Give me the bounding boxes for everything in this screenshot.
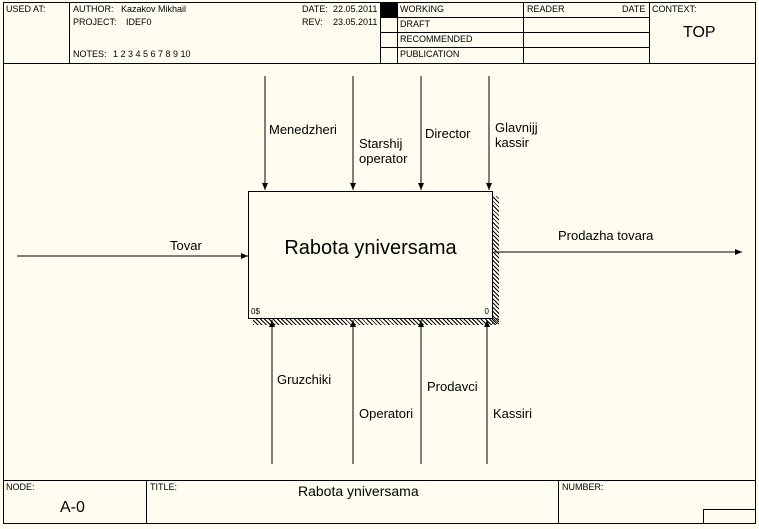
box-shadow: [253, 318, 499, 325]
activity-box[interactable]: Rabota yniversama 0$ 0: [248, 191, 493, 319]
number-label: NUMBER:: [562, 482, 604, 492]
footer-divider: [703, 509, 704, 524]
footer-divider: [558, 480, 559, 524]
header-bottom-line: [3, 63, 756, 64]
box-shadow: [492, 196, 499, 324]
header-divider: [69, 2, 70, 63]
node-label: NODE:: [6, 482, 35, 492]
status-recommended: RECOMMENDED: [400, 34, 473, 44]
mechanism-label[interactable]: Gruzchiki: [277, 372, 332, 387]
footer-top-line: [3, 480, 756, 481]
notes-value: 1 2 3 4 5 6 7 8 9 10: [113, 49, 191, 59]
title-label: TITLE:: [150, 482, 178, 492]
control-label[interactable]: Director: [425, 126, 471, 141]
project-value: IDEF0: [126, 17, 152, 27]
output-label[interactable]: Prodazha tovara: [558, 228, 654, 243]
status-draft: DRAFT: [400, 19, 430, 29]
control-label[interactable]: Glavnijj kassir: [495, 120, 538, 150]
author-value: Kazakov Mikhail: [121, 4, 187, 14]
reader-date-label: DATE: [622, 4, 646, 14]
footer-divider: [146, 480, 147, 524]
status-publication: PUBLICATION: [400, 49, 460, 59]
input-label[interactable]: Tovar: [170, 238, 202, 253]
author-label: AUTHOR:: [73, 4, 114, 14]
status-working: WORKING: [400, 4, 444, 14]
context-label: CONTEXT:: [652, 4, 697, 14]
control-label[interactable]: Starshij operator: [359, 136, 408, 166]
notes-label: NOTES:: [73, 49, 107, 59]
footer-title: Rabota yniversama: [298, 483, 419, 499]
used-at-label: USED AT:: [6, 4, 46, 14]
status-row-line: [380, 47, 649, 48]
activity-title: Rabota yniversama: [284, 237, 457, 259]
control-label[interactable]: Menedzheri: [269, 122, 337, 137]
node-value: A-0: [60, 499, 85, 516]
rev-value: 23.05.2011: [333, 17, 378, 27]
project-label: PROJECT:: [73, 17, 117, 27]
status-row-line: [380, 32, 649, 33]
date-value: 22.05.2011: [333, 4, 378, 14]
activity-number: 0: [484, 307, 489, 316]
context-value: TOP: [683, 24, 716, 41]
rev-label: REV:: [302, 17, 323, 27]
mechanism-label[interactable]: Prodavci: [427, 379, 478, 394]
mechanism-label[interactable]: Kassiri: [493, 406, 533, 421]
reader-label: READER: [527, 4, 565, 14]
activity-cost: 0$: [251, 307, 260, 316]
working-status-marker: [380, 2, 397, 17]
header-divider: [649, 2, 650, 63]
status-row-line: [380, 17, 649, 18]
footer-divider: [703, 509, 756, 510]
mechanism-label[interactable]: Operatori: [359, 406, 414, 421]
date-label: DATE:: [302, 4, 328, 14]
